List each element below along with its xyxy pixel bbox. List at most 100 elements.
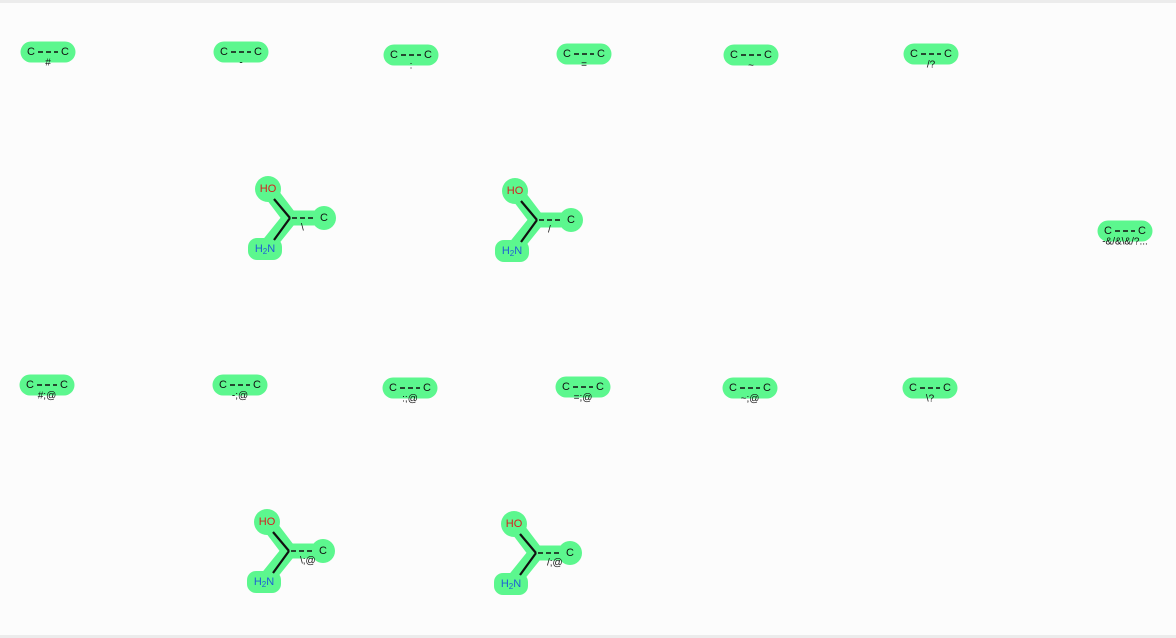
amine-h: H <box>254 576 262 588</box>
carbon-atom-right: C <box>60 379 68 391</box>
highlight-node <box>254 509 280 535</box>
single-bond <box>273 217 291 241</box>
molecule-chain: HO H2N C\;@ <box>247 509 335 593</box>
amine-n: N <box>266 576 274 588</box>
hydroxyl-group: HO <box>507 185 524 197</box>
single-bond <box>520 200 538 221</box>
bond-query-label: # <box>45 58 51 69</box>
carbon-atom-right: C <box>944 48 952 60</box>
molecule-pair: C C-&/&\&/?... <box>1097 220 1153 248</box>
amine-subscript: 2 <box>510 249 515 258</box>
highlight-node <box>558 541 582 565</box>
bond-query-label: - <box>239 58 242 69</box>
carbon-atom-left: C <box>562 381 570 393</box>
carbon-atom-right: C <box>764 49 772 61</box>
bond-query-label: \ <box>301 223 304 234</box>
highlight-node <box>312 206 336 230</box>
hydroxyl-group: HO <box>260 183 277 195</box>
bond-query-label: -;@ <box>232 391 248 402</box>
highlight-node <box>248 238 282 260</box>
carbon-atom-left: C <box>1104 225 1112 237</box>
bond-query-label: /? <box>927 60 936 71</box>
single-bond <box>519 533 537 554</box>
amine-h: H <box>501 578 509 590</box>
carbon-atom-left: C <box>390 49 398 61</box>
carbon-atom-left: C <box>730 49 738 61</box>
amine-subscript: 2 <box>262 580 267 589</box>
amino-group: H2N <box>254 576 274 589</box>
carbon-atom-right: C <box>597 48 605 60</box>
highlight-node <box>311 539 335 563</box>
bond-query-label: ~ <box>748 61 754 72</box>
bond-query-label: \? <box>926 394 935 405</box>
bond-query-label: -&/&\&/?... <box>1102 237 1148 248</box>
carbon-atom-terminal: C <box>566 547 574 559</box>
highlight-node <box>501 511 527 537</box>
amino-group: H2N <box>255 243 275 256</box>
carbon-atom-terminal: C <box>567 214 575 226</box>
carbon-atom-left: C <box>220 46 228 58</box>
carbon-atom-right: C <box>1138 225 1146 237</box>
carbon-atom-left: C <box>909 382 917 394</box>
bond-query-label: / <box>548 225 551 236</box>
molecule-pair: C C = <box>556 43 612 71</box>
single-bond <box>520 219 538 243</box>
carbon-atom-right: C <box>943 382 951 394</box>
carbon-atom-terminal: C <box>319 545 327 557</box>
amine-n: N <box>514 245 522 257</box>
highlight-node <box>494 573 528 595</box>
bond-query-label: \;@ <box>300 556 316 567</box>
single-bond <box>519 552 537 576</box>
molecule-chain: HO H2N C/;@ <box>494 511 582 595</box>
single-bond <box>272 550 290 574</box>
amino-group: H2N <box>502 245 522 258</box>
carbon-atom-terminal: C <box>320 212 328 224</box>
hydroxyl-group: HO <box>506 518 523 530</box>
top-edge <box>0 0 1176 3</box>
carbon-atom-right: C <box>423 382 431 394</box>
molecule-pair: C C \? <box>902 377 958 405</box>
bond-query-label: #;@ <box>38 391 57 402</box>
bond-query-label: =;@ <box>574 393 593 404</box>
bond-query-label: = <box>581 60 587 71</box>
carbon-atom-right: C <box>254 46 262 58</box>
carbon-atom-left: C <box>26 379 34 391</box>
carbon-atom-right: C <box>61 46 69 58</box>
highlight-node <box>247 571 281 593</box>
bottom-edge <box>0 635 1176 638</box>
amine-h: H <box>502 245 510 257</box>
bond-query-label: ~;@ <box>741 394 760 405</box>
amine-n: N <box>267 243 275 255</box>
highlight-node <box>255 176 281 202</box>
amine-subscript: 2 <box>263 247 268 256</box>
carbon-atom-left: C <box>910 48 918 60</box>
highlight-node <box>495 240 529 262</box>
amine-h: H <box>255 243 263 255</box>
single-bond <box>272 531 290 552</box>
bond-query-label: /;@ <box>547 558 563 569</box>
amino-group: H2N <box>501 578 521 591</box>
molecule-pair: C C -;@ <box>212 374 268 402</box>
amine-n: N <box>513 578 521 590</box>
carbon-atom-left: C <box>389 382 397 394</box>
carbon-atom-right: C <box>763 382 771 394</box>
carbon-atom-right: C <box>596 381 604 393</box>
bond-query-label: : <box>410 61 413 72</box>
amine-subscript: 2 <box>509 582 514 591</box>
single-bond <box>273 198 291 219</box>
molecule-pair: C C ~ <box>723 44 779 72</box>
molecule-chain: HO H2N C \ <box>248 176 336 260</box>
hydroxyl-group: HO <box>259 516 276 528</box>
carbon-atom-left: C <box>563 48 571 60</box>
molecule-pair: C C /? <box>903 43 959 71</box>
carbon-atom-right: C <box>253 379 261 391</box>
carbon-atom-left: C <box>219 379 227 391</box>
